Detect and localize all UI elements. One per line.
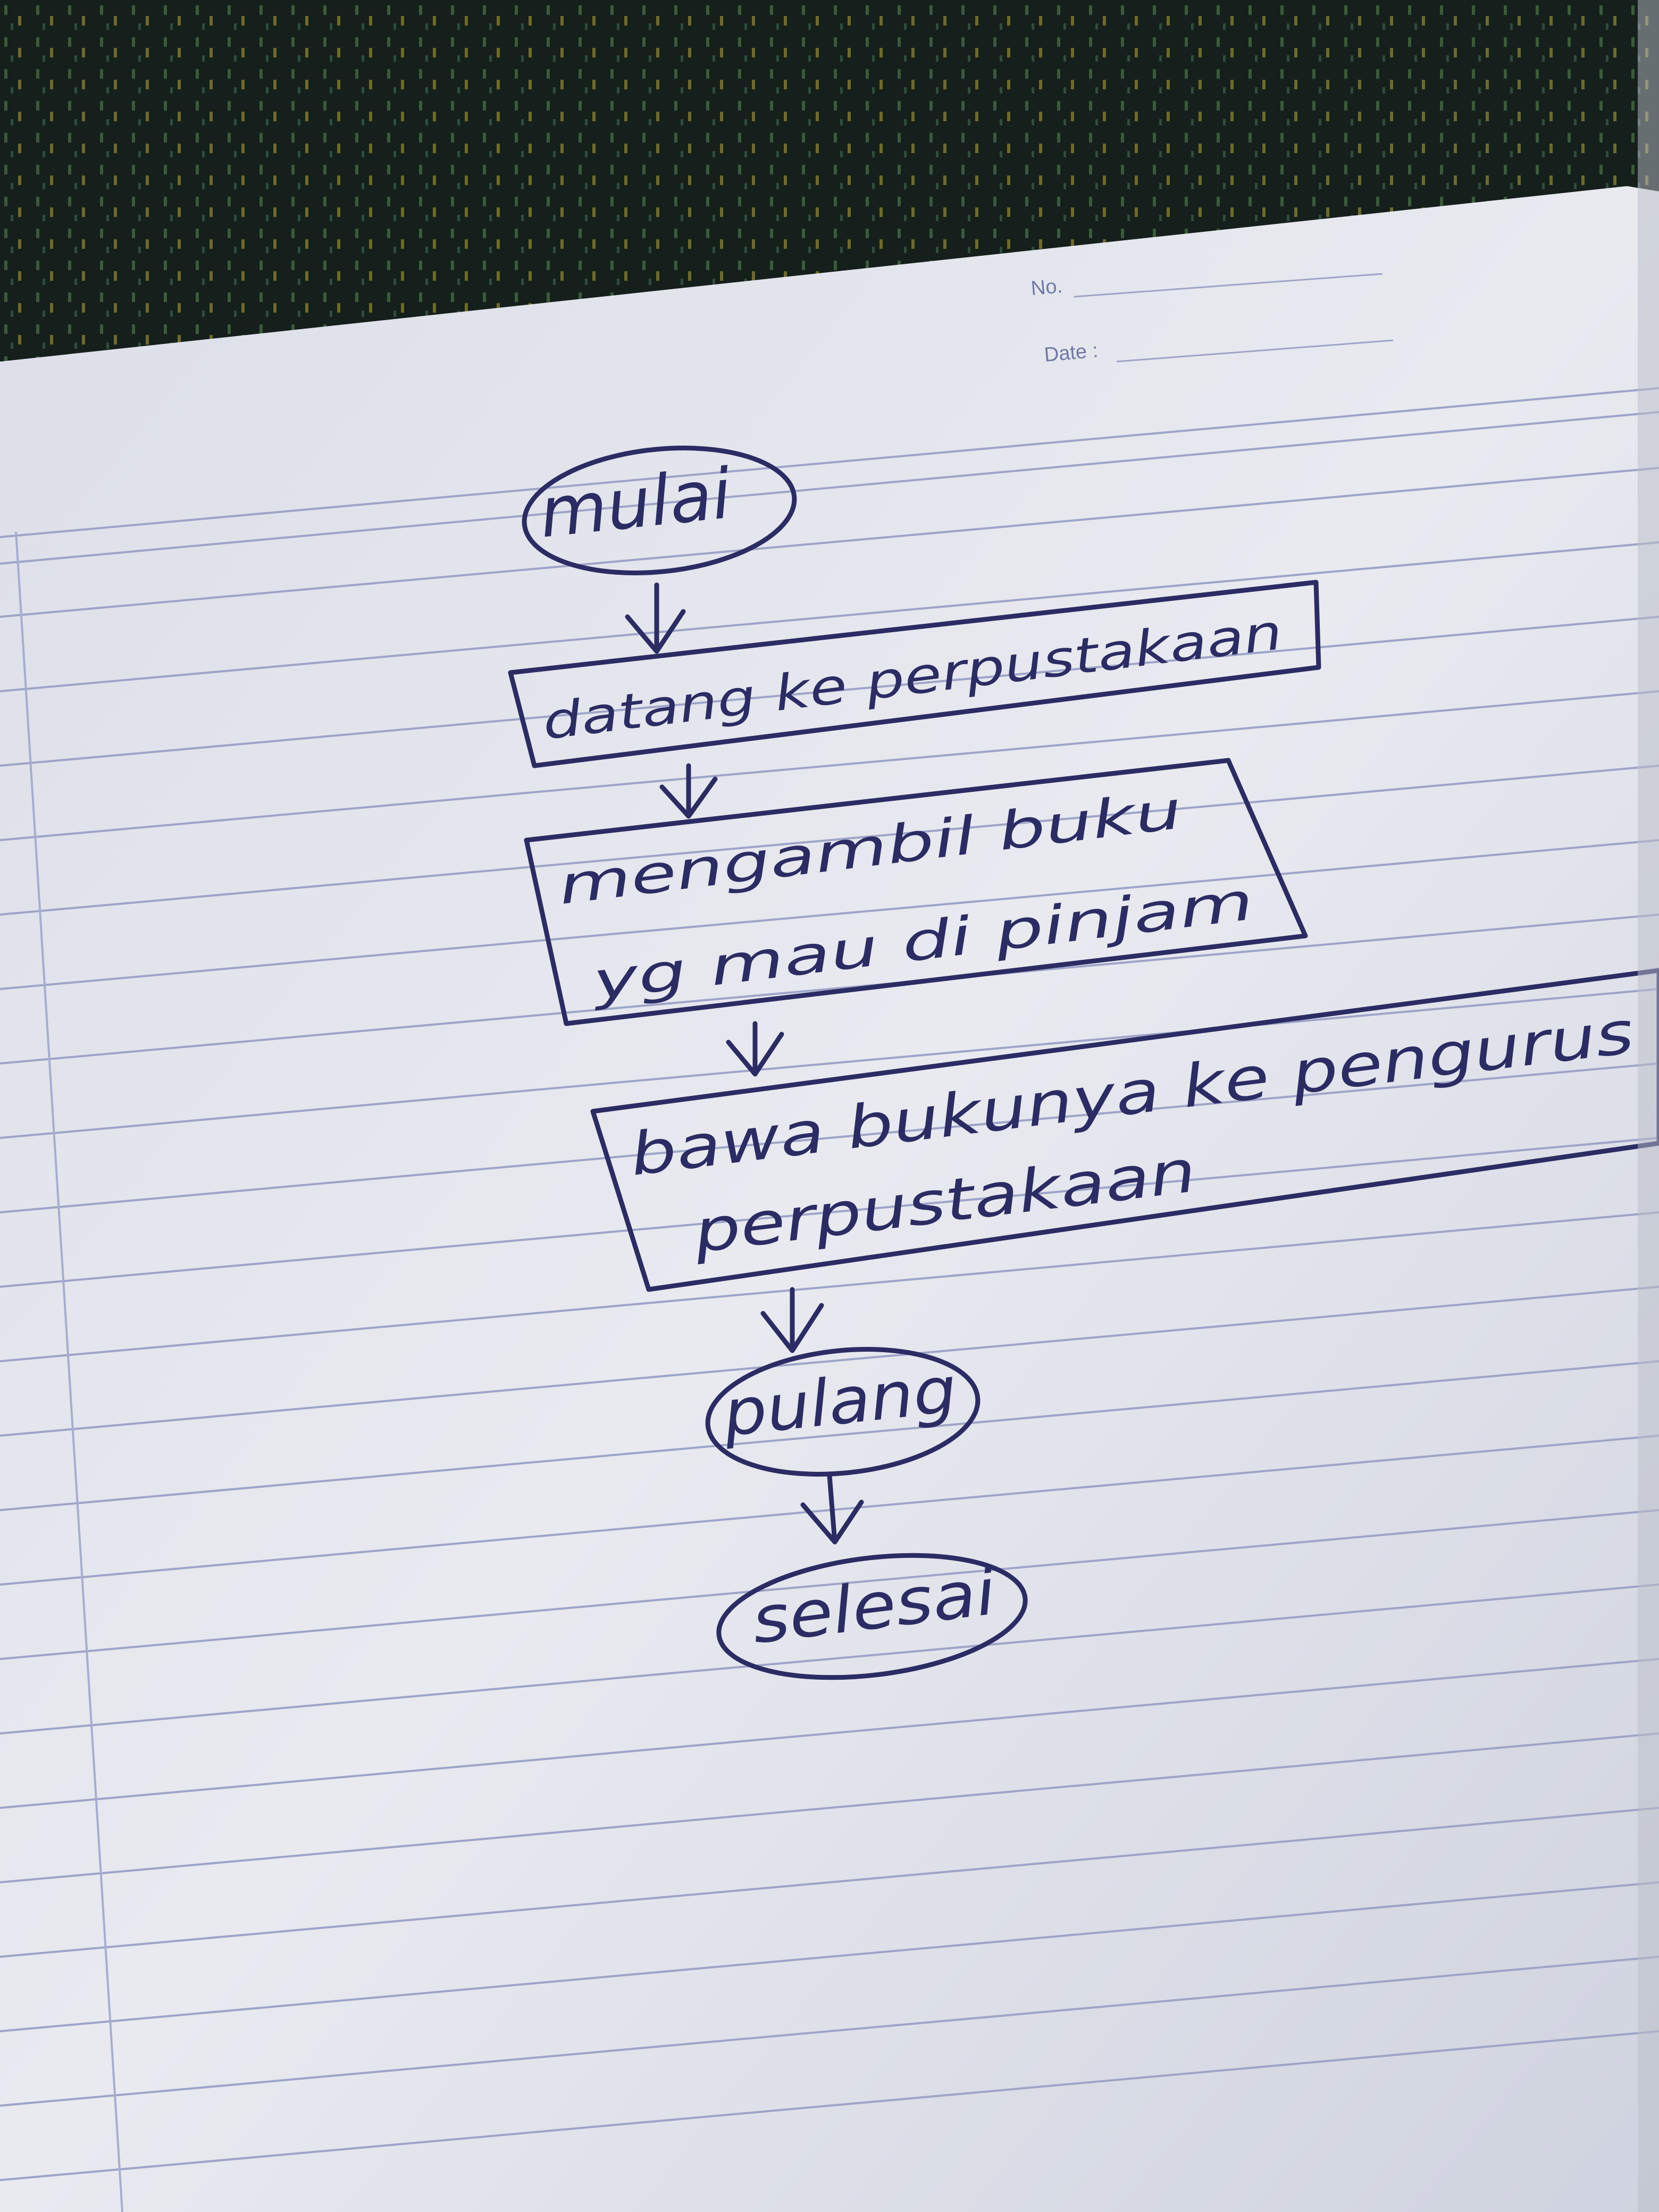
start-terminator	[522, 446, 797, 575]
start-label: mulai	[535, 453, 735, 554]
date-label: Date :	[1043, 339, 1099, 366]
notebook-paper	[0, 186, 1659, 2212]
process-box-3	[590, 968, 1659, 1292]
arrow-5	[800, 1473, 864, 1545]
no-label: No.	[1030, 275, 1063, 300]
process-box-1	[508, 580, 1321, 768]
arrow-1	[625, 582, 686, 654]
no-underline	[1074, 273, 1383, 298]
process-box-2	[524, 758, 1308, 1026]
arrow-4	[760, 1287, 824, 1353]
ruled-lines	[0, 387, 1659, 2181]
pulang-terminator	[705, 1347, 981, 1477]
flowchart	[508, 446, 1659, 1680]
arrow-3	[726, 1021, 784, 1077]
date-underline	[1116, 339, 1394, 363]
paper-edge	[1638, 0, 1659, 2212]
margin-line	[15, 531, 123, 2212]
arrow-2	[659, 763, 718, 819]
end-terminator	[716, 1553, 1028, 1680]
